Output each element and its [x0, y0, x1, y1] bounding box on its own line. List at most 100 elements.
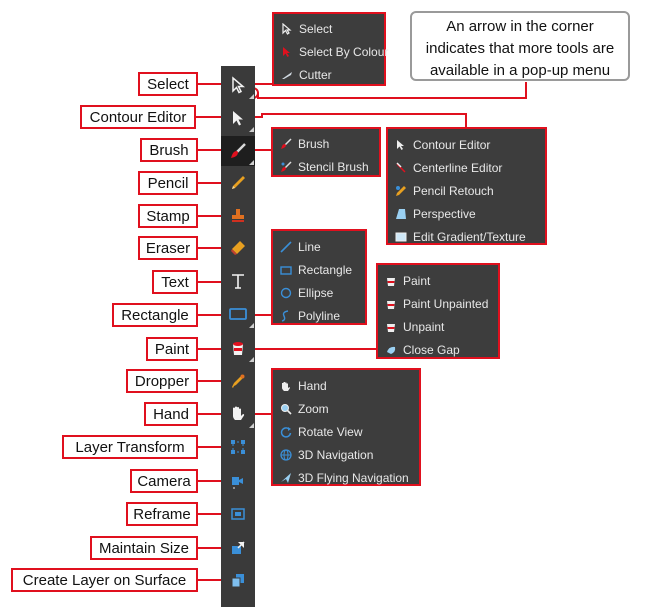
- line-icon: [280, 240, 292, 253]
- note-line: indicates that more tools are: [425, 40, 615, 57]
- label-pencil: Pencil: [138, 171, 198, 195]
- note-line: An arrow in the corner: [446, 18, 594, 35]
- menu-item-ellipse[interactable]: Ellipse: [279, 281, 359, 304]
- contour-editor-tool-button[interactable]: [221, 103, 255, 133]
- menu-item-centerline-editor[interactable]: Centerline Editor: [394, 156, 539, 179]
- label-stamp: Stamp: [138, 204, 198, 228]
- menu-item-zoom[interactable]: Zoom: [279, 397, 413, 420]
- cutter-icon: [282, 71, 292, 79]
- reframe-tool-button[interactable]: [221, 499, 255, 529]
- label-contour-editor: Contour Editor: [80, 105, 196, 129]
- label-rectangle: Rectangle: [112, 303, 198, 327]
- menu-item-cutter[interactable]: Cutter: [280, 63, 378, 86]
- pencil-tool-button[interactable]: [221, 168, 255, 198]
- unpaint-icon: [387, 323, 395, 332]
- eraser-icon: [231, 241, 245, 255]
- label-camera: Camera: [130, 469, 198, 493]
- note-line: available in a pop-up menu: [429, 62, 611, 79]
- stencil-brush-icon: [281, 160, 292, 172]
- ellipse-icon: [280, 287, 292, 298]
- rectangle-icon: [280, 265, 292, 275]
- zoom-icon: [281, 403, 292, 415]
- contour-editor-popup-menu: Contour Editor Centerline Editor Pencil …: [386, 127, 547, 245]
- brush-popup-menu: Brush Stencil Brush: [271, 127, 381, 177]
- paint-bucket-icon: [233, 342, 243, 355]
- maintain-size-icon: [232, 541, 245, 554]
- brush-icon: [231, 143, 246, 158]
- menu-item-brush[interactable]: Brush: [279, 132, 373, 155]
- label-reframe: Reframe: [126, 502, 198, 526]
- layer-transform-icon: [231, 440, 245, 454]
- camera-icon: [232, 477, 243, 489]
- menu-item-unpaint[interactable]: Unpaint: [384, 315, 492, 338]
- text-icon: [232, 274, 244, 289]
- menu-item-select[interactable]: Select: [280, 17, 378, 40]
- hand-icon: [233, 406, 245, 420]
- label-text: Text: [152, 270, 198, 294]
- rotate-view-icon: [280, 426, 292, 438]
- polyline-icon: [281, 309, 289, 322]
- menu-item-polyline[interactable]: Polyline: [279, 304, 359, 327]
- centerline-editor-icon: [396, 161, 406, 173]
- eraser-tool-button[interactable]: [221, 233, 255, 263]
- select-arrow-icon: [232, 76, 246, 94]
- reframe-icon: [231, 508, 245, 520]
- rectangle-tool-button[interactable]: [221, 299, 255, 329]
- select-by-colour-icon: [283, 46, 290, 57]
- camera-tool-button[interactable]: [221, 466, 255, 496]
- menu-item-pencil-retouch[interactable]: Pencil Retouch: [394, 179, 539, 202]
- brush-icon: [281, 137, 292, 149]
- close-gap-icon: [387, 346, 396, 354]
- menu-item-3d-navigation[interactable]: 3D Navigation: [279, 443, 413, 466]
- tools-toolbar: [221, 66, 255, 607]
- 3d-flying-navigation-icon: [281, 472, 291, 483]
- paint-popup-menu: Paint Paint Unpainted Unpaint Close Gap: [376, 263, 500, 359]
- menu-item-perspective[interactable]: Perspective: [394, 202, 539, 225]
- menu-item-3d-flying-navigation[interactable]: 3D Flying Navigation: [279, 466, 413, 489]
- layer-transform-tool-button[interactable]: [221, 432, 255, 462]
- callout-note: An arrow in the corner indicates that mo…: [410, 11, 630, 81]
- label-select: Select: [138, 72, 198, 96]
- text-tool-button[interactable]: [221, 266, 255, 296]
- shape-popup-menu: Line Rectangle Ellipse Polyline: [271, 229, 367, 325]
- label-dropper: Dropper: [126, 369, 198, 393]
- menu-item-rectangle[interactable]: Rectangle: [279, 258, 359, 281]
- menu-item-paint-unpainted[interactable]: Paint Unpainted: [384, 292, 492, 315]
- label-hand: Hand: [144, 402, 198, 426]
- select-tool-button[interactable]: [221, 70, 255, 100]
- paint-unpainted-icon: [387, 300, 395, 309]
- edit-gradient-texture-icon: [395, 232, 407, 241]
- menu-item-edit-gradient-texture[interactable]: Edit Gradient/Texture: [394, 225, 539, 248]
- pencil-retouch-icon: [396, 185, 406, 196]
- menu-item-rotate-view[interactable]: Rotate View: [279, 420, 413, 443]
- menu-item-hand[interactable]: Hand: [279, 374, 413, 397]
- label-maintain-size: Maintain Size: [90, 536, 198, 560]
- contour-editor-icon: [233, 111, 243, 126]
- paint-tool-button[interactable]: [221, 333, 255, 363]
- hand-tool-button[interactable]: [221, 399, 255, 429]
- contour-editor-icon: [397, 139, 404, 150]
- menu-item-contour-editor[interactable]: Contour Editor: [394, 133, 539, 156]
- create-layer-on-surface-tool-button[interactable]: [221, 565, 255, 595]
- dropper-tool-button[interactable]: [221, 366, 255, 396]
- menu-item-line[interactable]: Line: [279, 235, 359, 258]
- brush-tool-button[interactable]: [221, 136, 255, 166]
- pencil-icon: [232, 176, 245, 189]
- menu-item-paint[interactable]: Paint: [384, 269, 492, 292]
- stamp-tool-button[interactable]: [221, 201, 255, 231]
- select-arrow-icon: [282, 22, 292, 35]
- hand-popup-menu: Hand Zoom Rotate View 3D Navigation 3D F…: [271, 368, 421, 486]
- rectangle-icon: [229, 308, 247, 320]
- create-layer-on-surface-icon: [231, 574, 244, 588]
- hand-icon: [282, 381, 290, 391]
- menu-item-select-by-colour[interactable]: Select By Colour: [280, 40, 388, 63]
- maintain-size-tool-button[interactable]: [221, 533, 255, 563]
- label-create-layer-on-surface: Create Layer on Surface: [11, 568, 198, 592]
- label-paint: Paint: [146, 337, 198, 361]
- dropper-icon: [232, 374, 245, 388]
- label-layer-transform: Layer Transform: [62, 435, 198, 459]
- perspective-icon: [396, 208, 406, 219]
- 3d-navigation-icon: [280, 448, 292, 461]
- menu-item-stencil-brush[interactable]: Stencil Brush: [279, 155, 373, 178]
- menu-item-close-gap[interactable]: Close Gap: [384, 338, 492, 361]
